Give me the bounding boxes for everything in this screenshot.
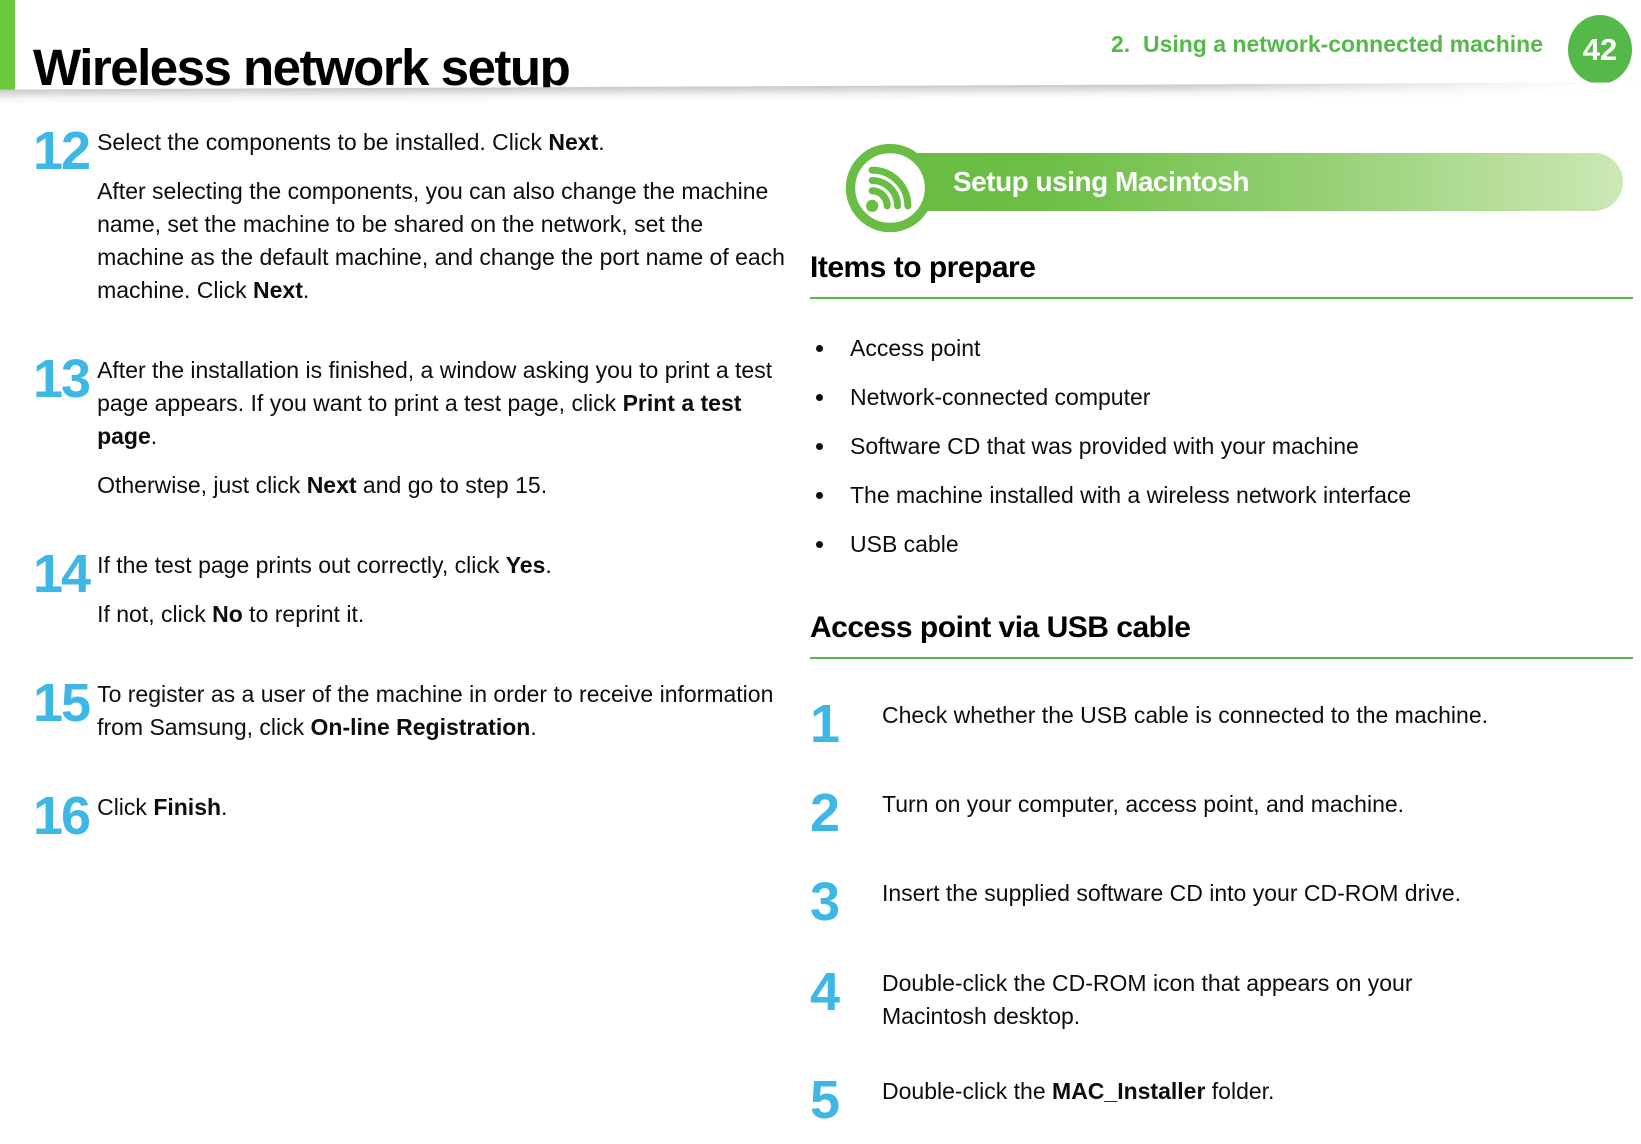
list-item-label: USB cable: [850, 530, 959, 557]
bullet-icon: [816, 442, 823, 450]
step-paragraph: Double-click the CD-ROM icon that appear…: [882, 969, 1413, 1029]
step: 12 Select the components to be installed…: [33, 121, 790, 307]
step-number: 13: [33, 349, 91, 409]
step: 14 If the test page prints out correctly…: [33, 544, 790, 631]
step-number: 15: [33, 673, 91, 733]
step-paragraph: After the installation is finished, a wi…: [97, 357, 773, 449]
page-number-badge: 42: [1568, 15, 1632, 84]
step-number: 16: [33, 786, 91, 846]
list-item-label: Access point: [850, 334, 981, 361]
step-text: Click Finish.: [97, 791, 790, 824]
accent-bar: [0, 0, 15, 94]
step-paragraph: Insert the supplied software CD into you…: [882, 880, 1462, 907]
step-number: 14: [33, 544, 91, 604]
section-heading-items-to-prepare: Items to prepare: [810, 251, 1633, 299]
step-number: 5: [810, 1069, 840, 1130]
step: 16 Click Finish.: [33, 786, 790, 846]
step-number: 3: [810, 872, 840, 933]
step-text: Double-click the CD-ROM icon that appear…: [882, 967, 1582, 1033]
step-paragraph: To register as a user of the machine in …: [97, 681, 774, 740]
usb-steps: 1 Check whether the USB cable is connect…: [810, 693, 1633, 1144]
wireless-signal-icon: [843, 141, 937, 235]
bullet-icon: [816, 491, 823, 499]
right-column: Setup using Macintosh Items to prepare A…: [810, 135, 1633, 1144]
step-number: 12: [33, 121, 91, 181]
step-text: To register as a user of the machine in …: [97, 678, 790, 744]
items-list: Access point Network-connected computer …: [810, 324, 1633, 569]
bullet-icon: [816, 344, 823, 352]
section-banner-bar: [870, 153, 1623, 211]
step-text: Double-click the MAC_Installer folder.: [882, 1075, 1582, 1108]
step-text: After the installation is finished, a wi…: [97, 354, 790, 502]
left-column: 12 Select the components to be installed…: [33, 121, 790, 885]
step-paragraph: After selecting the components, you can …: [97, 178, 785, 303]
section-heading-access-point-usb: Access point via USB cable: [810, 611, 1633, 659]
step: 3 Insert the supplied software CD into y…: [810, 872, 1633, 933]
step-paragraph: Otherwise, just click Next and go to ste…: [97, 472, 548, 498]
step: 13 After the installation is finished, a…: [33, 349, 790, 502]
step-text: Turn on your computer, access point, and…: [882, 788, 1582, 821]
step: 4 Double-click the CD-ROM icon that appe…: [810, 961, 1633, 1033]
list-item: Software CD that was provided with your …: [810, 422, 1633, 471]
section-banner: Setup using Macintosh: [810, 135, 1633, 235]
list-item-label: Network-connected computer: [850, 383, 1151, 410]
step-text: If the test page prints out correctly, c…: [97, 549, 790, 631]
list-item: Access point: [810, 324, 1633, 373]
section-banner-label: Setup using Macintosh: [953, 166, 1249, 197]
step-paragraph: Double-click the MAC_Installer folder.: [882, 1077, 1275, 1104]
step-paragraph: Select the components to be installed. C…: [97, 129, 605, 155]
step: 1 Check whether the USB cable is connect…: [810, 693, 1633, 754]
step-number: 1: [810, 693, 840, 754]
step-number: 4: [810, 961, 840, 1022]
step-paragraph: Turn on your computer, access point, and…: [882, 791, 1405, 818]
list-item-label: The machine installed with a wireless ne…: [850, 481, 1412, 508]
step-paragraph: Click Finish.: [97, 794, 228, 820]
step: 5 Double-click the MAC_Installer folder.: [810, 1069, 1633, 1130]
step-text: Check whether the USB cable is connected…: [882, 699, 1582, 732]
list-item: The machine installed with a wireless ne…: [810, 471, 1633, 520]
step: 2 Turn on your computer, access point, a…: [810, 783, 1633, 844]
step-paragraph: If the test page prints out correctly, c…: [97, 552, 552, 578]
list-item: Network-connected computer: [810, 373, 1633, 422]
step-text: Insert the supplied software CD into you…: [882, 877, 1582, 910]
list-item-label: Software CD that was provided with your …: [850, 432, 1359, 459]
step-paragraph: Check whether the USB cable is connected…: [882, 701, 1489, 728]
bullet-icon: [816, 540, 823, 548]
bullet-icon: [816, 393, 823, 401]
list-item: USB cable: [810, 520, 1633, 569]
step-text: Select the components to be installed. C…: [97, 126, 790, 307]
chapter-label: 2. Using a network-connected machine: [1111, 31, 1543, 57]
step-paragraph: If not, click No to reprint it.: [97, 601, 365, 627]
step-number: 2: [810, 783, 840, 844]
step: 15 To register as a user of the machine …: [33, 673, 790, 744]
